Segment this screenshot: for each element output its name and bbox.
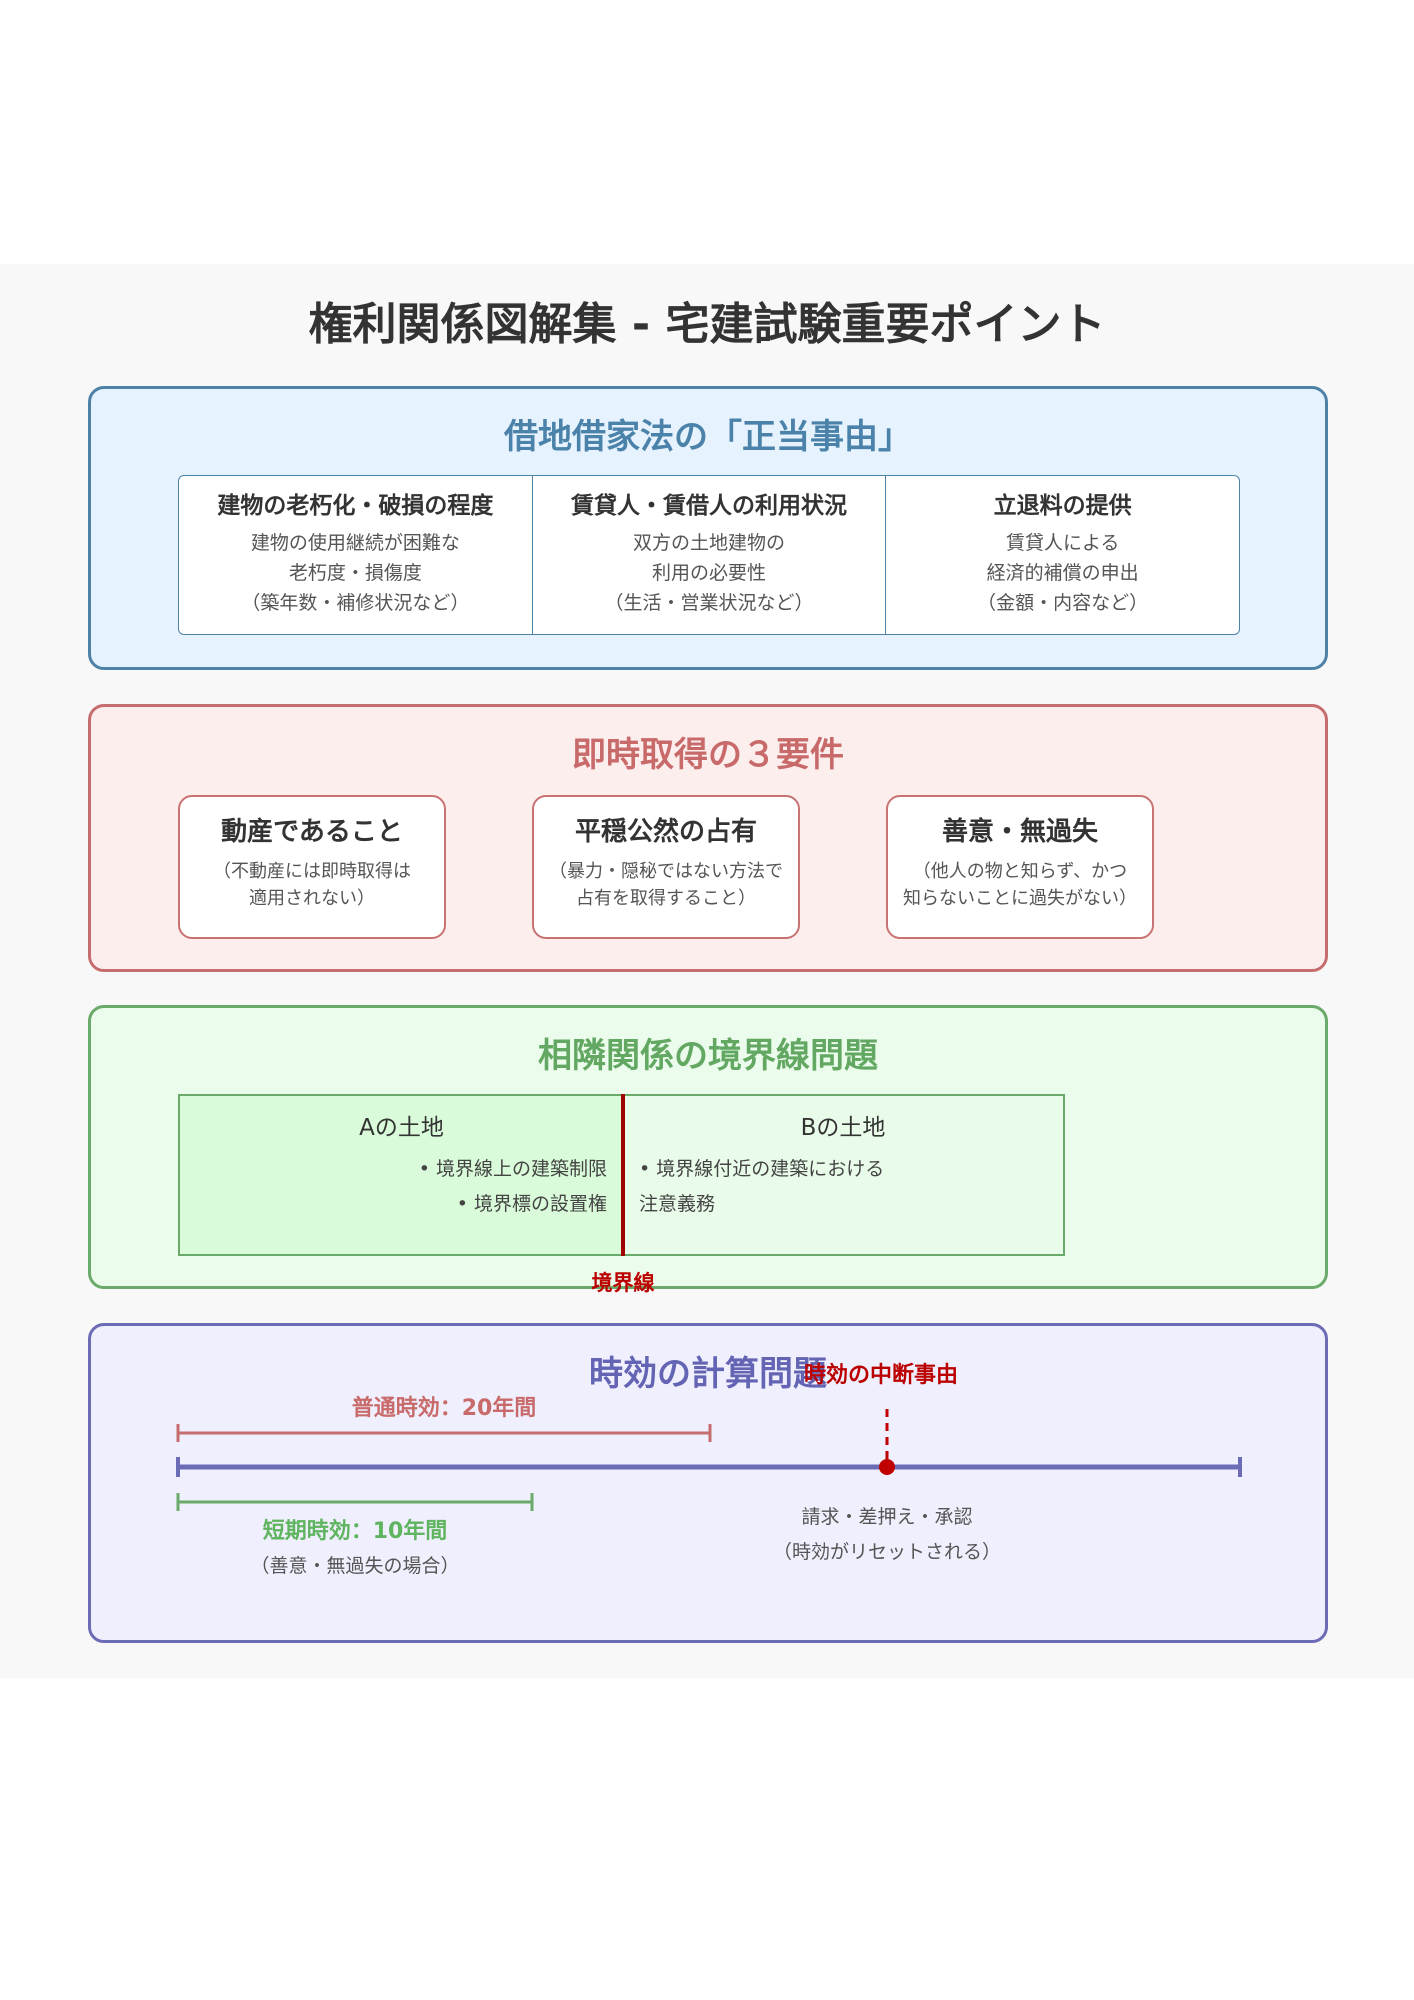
land-b-name: Bの土地 (800, 1115, 886, 1141)
requirement-title: 平穏公然の占有 (574, 817, 757, 847)
reason-compensation: 立退料の提供 賃貸人による 経済的補償の申出 （金額・内容など） (886, 476, 1239, 634)
reason-title: 建物の老朽化・破損の程度 (217, 493, 494, 519)
short-period-label: 短期時効：10年間 (262, 1519, 448, 1544)
requirement-good-faith: 善意・無過失 （他人の物と知らず、かつ 知らないことに過失がない） (886, 795, 1154, 939)
land-b-item: 注意義務 (639, 1193, 716, 1215)
boundary-line (621, 1094, 625, 1256)
timeline-graphic (176, 1409, 1242, 1511)
requirement-line: 占有を取得すること） (576, 888, 756, 909)
requirement-movable: 動産であること （不動産には即時取得は 適用されない） (178, 795, 446, 939)
land-b: Bの土地 • 境界線付近の建築における 注意義務 (623, 1094, 1065, 1256)
reason-deterioration: 建物の老朽化・破損の程度 建物の使用継続が困難な 老朽度・損傷度 （築年数・補修… (179, 476, 533, 634)
requirement-line: 知らないことに過失がない） (903, 888, 1137, 909)
reason-line: 賃貸人による (1005, 532, 1120, 554)
land-a-item: • 境界標の設置権 (456, 1193, 607, 1215)
requirement-title: 善意・無過失 (941, 817, 1098, 847)
reason-line: 建物の使用継続が困難な (250, 532, 460, 554)
shakuchi-panel: 借地借家法の「正当事由」 建物の老朽化・破損の程度 建物の使用継続が困難な 老朽… (88, 386, 1328, 670)
reason-line: 利用の必要性 (652, 562, 767, 584)
requirement-line: （暴力・隠秘ではない方法で (549, 861, 783, 882)
just-cause-table: 建物の老朽化・破損の程度 建物の使用継続が困難な 老朽度・損傷度 （築年数・補修… (178, 475, 1240, 635)
reason-title: 賃貸人・賃借人の利用状況 (571, 493, 847, 519)
short-period-note: （善意・無過失の場合） (250, 1555, 460, 1577)
normal-period-label: 普通時効：20年間 (351, 1396, 537, 1421)
interruption-line: （時効がリセットされる） (772, 1541, 1001, 1563)
land-a: Aの土地 • 境界線上の建築制限 • 境界標の設置権 (178, 1094, 623, 1256)
land-a-item: • 境界線上の建築制限 (418, 1158, 607, 1180)
reason-line: （築年数・補修状況など） (241, 592, 470, 614)
requirement-peaceful: 平穏公然の占有 （暴力・隠秘ではない方法で 占有を取得すること） (532, 795, 800, 939)
jikou-title: 時効の計算問題 (589, 1354, 827, 1394)
reason-line: 双方の土地建物の (633, 532, 786, 554)
reason-line: （生活・営業状況など） (604, 592, 814, 614)
reason-line: 経済的補償の申出 (986, 562, 1139, 584)
boundary-label: 境界線 (591, 1271, 655, 1295)
reason-title: 立退料の提供 (993, 493, 1132, 519)
interruption-line: 請求・差押え・承認 (801, 1506, 973, 1528)
timeline-axis (176, 1457, 1242, 1477)
requirement-line: 適用されない） (249, 888, 375, 909)
page-title: 権利関係図解集 - 宅建試験重要ポイント (308, 299, 1106, 350)
requirement-line: （不動産には即時取得は (213, 861, 411, 882)
interruption-marker (879, 1409, 895, 1475)
land-a-name: Aの土地 (359, 1115, 444, 1141)
shakuchi-title: 借地借家法の「正当事由」 (504, 417, 912, 457)
land-b-item: • 境界線付近の建築における (639, 1158, 885, 1180)
requirement-line: （他人の物と知らず、かつ (912, 861, 1128, 882)
sourin-title: 相隣関係の境界線問題 (538, 1036, 878, 1076)
sokuji-panel: 即時取得の３要件 動産であること （不動産には即時取得は 適用されない） 平穏公… (88, 704, 1328, 972)
interruption-title: 時効の中断事由 (803, 1363, 958, 1388)
jikou-panel: 時効の計算問題 普通時効：20年間 時効の中断事由 短期時効：10年間 （善意・… (88, 1323, 1328, 1643)
reason-usage: 賃貸人・賃借人の利用状況 双方の土地建物の 利用の必要性 （生活・営業状況など） (533, 476, 887, 634)
requirement-title: 動産であること (221, 817, 403, 847)
sokuji-title: 即時取得の３要件 (572, 735, 844, 775)
normal-period-bracket (176, 1424, 712, 1442)
reason-line: （金額・内容など） (977, 592, 1149, 614)
reason-line: 老朽度・損傷度 (288, 562, 422, 584)
short-period-bracket (176, 1493, 534, 1511)
sourin-panel: 相隣関係の境界線問題 Aの土地 • 境界線上の建築制限 • 境界標の設置権 Bの… (88, 1005, 1328, 1295)
